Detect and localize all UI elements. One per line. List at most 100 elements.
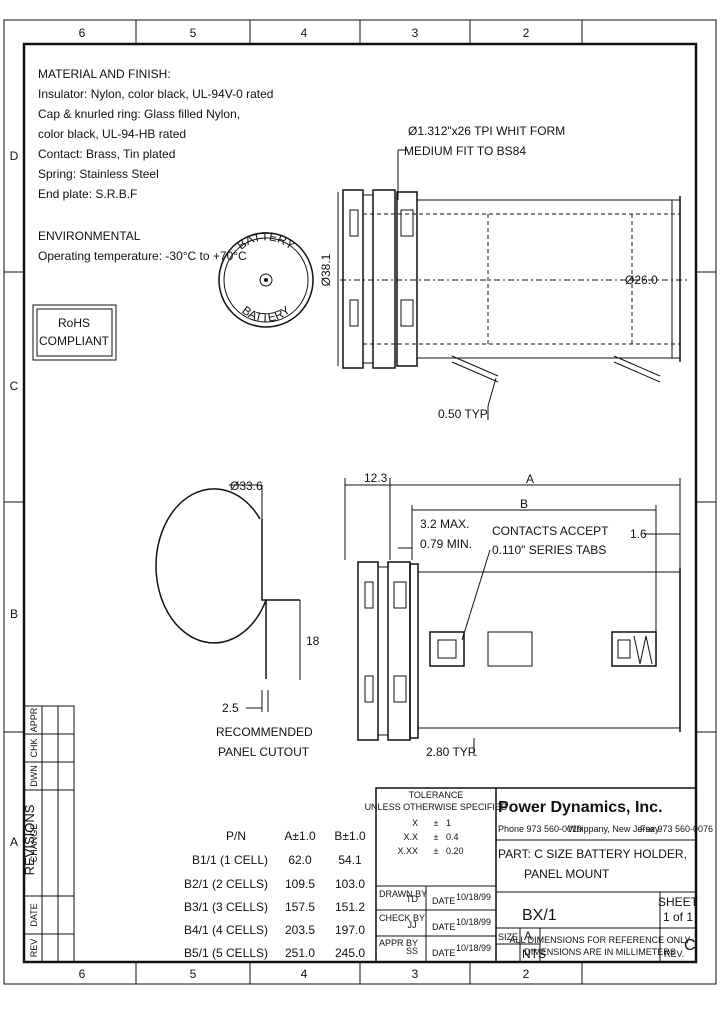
pn-row4-a: 203.5 — [285, 923, 315, 937]
pn-header-a: A±1.0 — [284, 829, 316, 843]
tol-row2-b: ± — [434, 832, 439, 842]
sheet-value: 1 of 1 — [663, 910, 693, 924]
company-city: Whippany, New Jersey — [568, 824, 660, 834]
rev-col-appr: APPR — [29, 707, 39, 732]
dim-18: 18 — [306, 634, 320, 648]
dim-16: 1.6 — [630, 527, 647, 541]
company-fax: Fax 973 560-0076 — [640, 824, 713, 834]
thread-spec-1: Ø1.312"x26 TPI WHIT FORM — [408, 124, 565, 138]
tol-row2-c: 0.4 — [446, 832, 459, 842]
zone-bottom-6: 6 — [79, 967, 86, 981]
cutout-label-2: PANEL CUTOUT — [218, 745, 310, 759]
appr-date: 10/18/99 — [456, 943, 491, 953]
pn-row2-b: 103.0 — [335, 877, 365, 891]
panel-cutout-view: Ø33.6 18 2.5 RECOMMENDED PANEL CUTOUT — [155, 479, 320, 759]
rohs-line2: COMPLIANT — [39, 334, 110, 348]
note-line1: ALL DIMENSIONS FOR REFERENCE ONLY — [509, 935, 690, 945]
top-view-dimensions: Ø1.312"x26 TPI WHIT FORM MEDIUM FIT TO B… — [319, 124, 658, 421]
pn-row2-pn: B2/1 (2 CELLS) — [184, 877, 268, 891]
pn-row4-b: 197.0 — [335, 923, 365, 937]
contacts-note-2: 0.110" SERIES TABS — [492, 543, 606, 557]
cap-label-bottom: BATTERY — [239, 303, 292, 325]
pn-row1-b: 54.1 — [338, 853, 362, 867]
check-by-label: CHECK BY — [379, 913, 425, 923]
dim-280: 2.80 TYP. — [426, 745, 478, 759]
environmental-title: ENVIRONMENTAL — [38, 229, 141, 243]
rev-value: C — [684, 937, 696, 954]
cutout-label-1: RECOMMENDED — [216, 725, 313, 739]
zone-bottom-4: 4 — [301, 967, 308, 981]
size-label: SIZE — [498, 932, 518, 942]
drawn-date-label: DATE — [432, 896, 455, 906]
dim-25: 2.5 — [222, 701, 239, 715]
dim-b: B — [520, 497, 528, 511]
zone-left-b: B — [10, 607, 18, 621]
title-block — [375, 787, 697, 963]
material-insulator: Insulator: Nylon, color black, UL-94V-0 … — [38, 87, 273, 101]
pn-row4-pn: B4/1 (4 CELLS) — [184, 923, 268, 937]
pn-row3-pn: B3/1 (3 CELLS) — [184, 900, 268, 914]
zone-bottom-5: 5 — [190, 967, 197, 981]
note-line2: DIMENSIONS ARE IN MILLIMETERS — [524, 947, 676, 957]
material-end-plate: End plate: S.R.B.F — [38, 187, 137, 201]
tol-row1-c: 1 — [446, 818, 451, 828]
pn-row3-b: 151.2 — [335, 900, 365, 914]
company-phone: Phone 973 560-0019 — [498, 824, 582, 834]
dim-d38: Ø38.1 — [319, 253, 333, 286]
zone-left-c: C — [10, 379, 19, 393]
pn-row3-a: 157.5 — [285, 900, 315, 914]
material-cap-color: color black, UL-94-HB rated — [38, 127, 186, 141]
rev-col-change: CHANGE — [29, 824, 39, 863]
pn-header-pn: P/N — [226, 829, 246, 843]
part-line2: PANEL MOUNT — [524, 867, 610, 881]
dim-a: A — [526, 472, 534, 486]
check-date: 10/18/99 — [456, 917, 491, 927]
revisions-title: REVISIONS — [22, 804, 37, 875]
holder-side-view-top — [340, 189, 690, 383]
zone-top-5: 5 — [190, 26, 197, 40]
sheet-label: SHEET — [658, 895, 699, 909]
pn-row5-pn: B5/1 (5 CELLS) — [184, 946, 268, 960]
rev-col-dwn: DWN — [29, 765, 39, 787]
dim-d26: Ø26.0 — [625, 273, 658, 287]
pn-header-b: B±1.0 — [334, 829, 366, 843]
dim-32: 3.2 MAX. — [420, 517, 469, 531]
tolerance-title: TOLERANCE — [409, 790, 464, 800]
tol-row2-a: X.X — [403, 832, 418, 842]
zone-top-4: 4 — [301, 26, 308, 40]
dim-050: 0.50 TYP. — [438, 407, 490, 421]
contacts-note-1: CONTACTS ACCEPT — [492, 524, 609, 538]
dim-d336: Ø33.6 — [230, 479, 263, 493]
environmental-temp: Operating temperature: -30°C to +70°C — [38, 249, 247, 263]
rev-col-date: DATE — [29, 903, 39, 926]
thread-spec-2: MEDIUM FIT TO BS84 — [404, 144, 526, 158]
material-title: MATERIAL AND FINISH: — [38, 67, 171, 81]
pn-row5-b: 245.0 — [335, 946, 365, 960]
cap-label-top: BATTERY — [235, 229, 298, 252]
revisions-block: REV DATE CHANGE DWN CHK APPR REVISIONS — [22, 705, 75, 963]
holder-side-view-bottom — [357, 561, 681, 741]
rohs-box-outer — [32, 304, 117, 361]
material-notes: MATERIAL AND FINISH: Insulator: Nylon, c… — [38, 67, 273, 263]
scale-value: NTS — [522, 947, 546, 961]
drawn-by-initials: TD — [406, 894, 418, 904]
zone-bottom-2: 2 — [523, 967, 530, 981]
pn-row2-a: 109.5 — [285, 877, 315, 891]
material-spring: Spring: Stainless Steel — [38, 167, 159, 181]
drawing-number: BX/1 — [522, 907, 557, 924]
tol-row3-b: ± — [434, 846, 439, 856]
zone-bottom-3: 3 — [412, 967, 419, 981]
zone-left-d: D — [10, 149, 19, 163]
drawn-date: 10/18/99 — [456, 892, 491, 902]
pn-row5-a: 251.0 — [285, 946, 315, 960]
cap-end-view: BATTERY BATTERY — [218, 229, 314, 328]
zone-left-a: A — [10, 835, 18, 849]
rev-label: REV. — [664, 949, 684, 959]
company-name: Power Dynamics, Inc. — [498, 799, 663, 816]
tol-row1-a: X — [412, 818, 418, 828]
dim-123: 12.3 — [364, 471, 388, 485]
rev-col-rev: REV — [29, 939, 39, 958]
tolerance-subtitle: UNLESS OTHERWISE SPECIFIED — [365, 802, 508, 812]
zone-top-2: 2 — [523, 26, 530, 40]
